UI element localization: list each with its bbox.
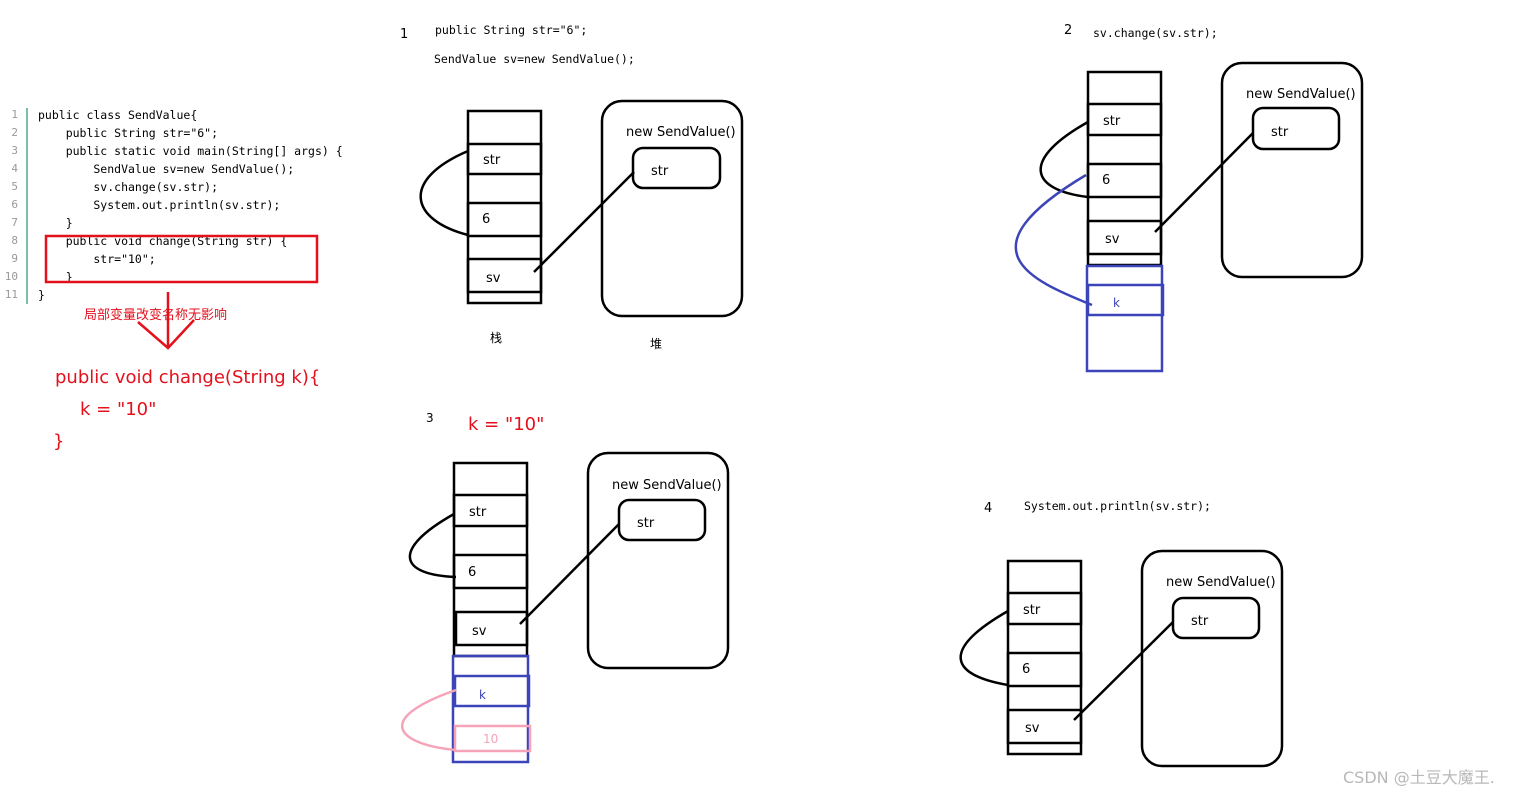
panel3-ref-line xyxy=(519,523,620,625)
panel1-heap xyxy=(600,99,744,318)
line-number: 4 xyxy=(11,162,18,175)
panel3-step: 3 xyxy=(426,411,434,425)
panel2-heap xyxy=(1220,61,1364,279)
panel3-str-link xyxy=(408,512,457,579)
line-number: 8 xyxy=(11,234,18,247)
panel4-code-line: System.out.println(sv.str); xyxy=(1024,499,1211,513)
panel1-heap-field-label: str xyxy=(651,164,669,179)
panel4-str-link xyxy=(959,609,1009,687)
panel1-code-line1: public String str="6"; xyxy=(435,23,588,37)
panel4-step: 4 xyxy=(984,501,993,516)
panel4-slot-sv: sv xyxy=(1025,721,1040,736)
line-number: 9 xyxy=(11,252,18,265)
code-text: } xyxy=(38,270,73,284)
panel4-heap-field xyxy=(1171,596,1261,640)
panel3-heap-title: new SendValue() xyxy=(612,478,722,493)
code-text: SendValue sv=new SendValue(); xyxy=(38,162,295,176)
panel2-heap-field xyxy=(1251,106,1341,151)
panel2-slot-six: 6 xyxy=(1102,173,1111,188)
panel1-slot-str: str xyxy=(483,153,501,168)
line-number: 10 xyxy=(4,270,18,283)
panel4-heap-title: new SendValue() xyxy=(1166,575,1276,590)
heap-label: 堆 xyxy=(650,337,663,351)
panel1-slot-six: 6 xyxy=(482,212,491,227)
watermark: CSDN @土豆大魔王. xyxy=(1343,768,1495,787)
code-text: public String str="6"; xyxy=(38,126,219,140)
panel2-heap-title: new SendValue() xyxy=(1246,87,1356,102)
line-number: 3 xyxy=(11,144,18,157)
panel2-slot-str: str xyxy=(1103,114,1121,129)
panel4-slot-str: str xyxy=(1023,603,1041,618)
panel3-slot-k: k xyxy=(479,688,486,702)
panel3-ten-slot xyxy=(453,724,532,753)
code-text: System.out.println(sv.str); xyxy=(38,198,281,212)
code-text: } xyxy=(38,288,45,302)
panel2-heap-field-label: str xyxy=(1271,125,1289,140)
panel4-heap xyxy=(1140,549,1284,768)
panel2-ref-line xyxy=(1154,132,1254,233)
panel3-heap xyxy=(586,451,730,670)
line-number: 2 xyxy=(11,126,18,139)
code-text: str="10"; xyxy=(38,252,156,266)
panel2-str-link xyxy=(1039,120,1089,199)
line-number: 5 xyxy=(11,180,18,193)
panel1-heap-title: new SendValue() xyxy=(626,125,736,140)
code-text: public void change(String str) { xyxy=(38,234,288,248)
annotation-note: 局部变量改变名称无影响 xyxy=(84,308,228,323)
panel2-slot-k: k xyxy=(1113,296,1120,310)
line-number: 11 xyxy=(4,288,18,301)
panel1-heap-field xyxy=(631,146,722,190)
panel1-stack xyxy=(466,109,543,305)
highlight-box xyxy=(44,234,319,284)
panel3-slot-sv: sv xyxy=(472,624,487,639)
panel1-ref-line xyxy=(533,171,635,273)
panel3-slot-ten: 10 xyxy=(483,732,499,746)
code-text: sv.change(sv.str); xyxy=(38,180,219,194)
panel3-slot-str: str xyxy=(469,505,487,520)
line-number: 6 xyxy=(11,198,18,211)
line-number: 1 xyxy=(11,108,18,121)
panel1-slot-sv: sv xyxy=(486,271,501,286)
code-gutter-bar xyxy=(26,108,28,304)
panel4-slot-six: 6 xyxy=(1022,662,1031,677)
panel3-stack xyxy=(452,461,529,658)
rewrite-line-2: k = "10" xyxy=(80,399,157,420)
panel4-heap-field-label: str xyxy=(1191,614,1209,629)
line-number: 7 xyxy=(11,216,18,229)
panel3-assign: k = "10" xyxy=(468,414,545,435)
panel2-k-link xyxy=(1014,173,1093,307)
panel2-stack xyxy=(1086,70,1163,267)
panel3-k-link xyxy=(401,688,457,752)
panel2-slot-sv: sv xyxy=(1105,232,1120,247)
code-text: public static void main(String[] args) { xyxy=(38,144,343,158)
panel2-code-line: sv.change(sv.str); xyxy=(1093,26,1218,40)
panel3-heap-field xyxy=(617,498,707,542)
code-text: public class SendValue{ xyxy=(38,108,198,122)
panel3-slot-six: 6 xyxy=(468,565,477,580)
panel2-step: 2 xyxy=(1064,23,1073,38)
panel4-ref-line xyxy=(1073,621,1174,721)
panel2-local-frame xyxy=(1085,264,1165,373)
panel3-local-frame xyxy=(451,654,531,764)
panel4-stack xyxy=(1006,559,1083,756)
stack-label: 栈 xyxy=(490,331,503,345)
rewrite-line-1: public void change(String k){ xyxy=(55,367,321,388)
panel1-step: 1 xyxy=(400,27,409,42)
down-arrow xyxy=(137,292,195,350)
panel3-heap-field-label: str xyxy=(637,516,655,531)
code-text: } xyxy=(38,216,73,230)
rewrite-line-3: } xyxy=(53,431,65,452)
panel1-str-link xyxy=(419,149,469,237)
panel1-code-line2: SendValue sv=new SendValue(); xyxy=(434,52,635,66)
